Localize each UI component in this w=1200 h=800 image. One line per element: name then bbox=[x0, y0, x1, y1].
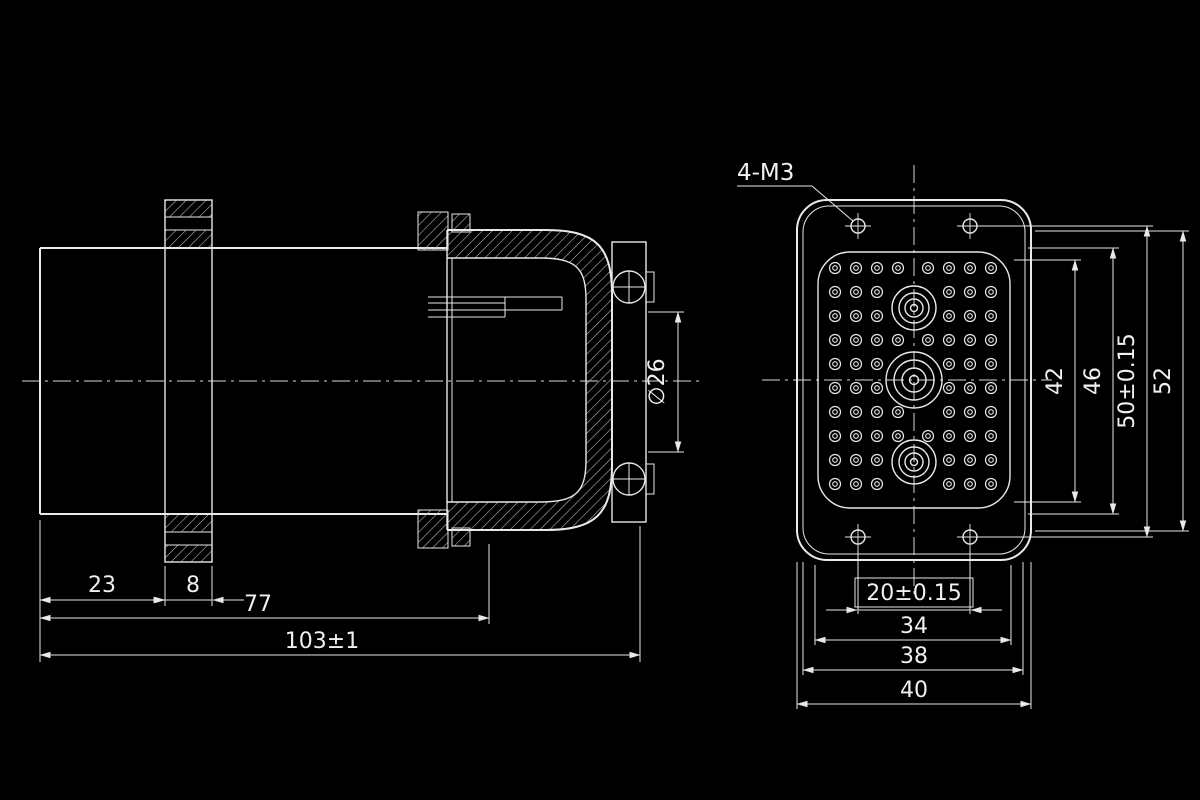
thread-callout: 4-M3 bbox=[737, 160, 854, 222]
dim-body-length: 77 bbox=[39, 592, 490, 622]
mounting-flange bbox=[611, 241, 655, 523]
front-view: 4-M3 20±0.15 34 bbox=[737, 160, 1189, 709]
flange-outline bbox=[796, 199, 1032, 561]
dim-hole-spacing-h: 20±0.15 bbox=[826, 577, 1002, 614]
dim-text-hole-spacing-v: 50±0.15 bbox=[1115, 333, 1140, 428]
dim-text-overall-length: 103±1 bbox=[285, 629, 359, 654]
dim-width-mid: 38 bbox=[802, 644, 1024, 674]
dim-text-hole-spacing-h: 20±0.15 bbox=[866, 581, 961, 606]
dim-shell-diameter: ∅26 bbox=[645, 311, 684, 453]
flange-screw-top bbox=[612, 270, 646, 304]
dim-height-mid: 46 bbox=[1081, 247, 1117, 515]
dim-text-height-mid: 46 bbox=[1081, 367, 1106, 395]
side-dimensions: 23 8 77 103±1 ∅26 bbox=[39, 311, 684, 662]
dim-text-nut-width: 8 bbox=[186, 573, 200, 598]
dim-text-width-outer: 40 bbox=[900, 678, 928, 703]
shell-section bbox=[446, 229, 613, 531]
dim-text-height-outer: 52 bbox=[1151, 367, 1176, 395]
pin-field bbox=[828, 261, 998, 491]
dim-text-shell-diameter: ∅26 bbox=[645, 358, 670, 405]
dim-text-body-length: 77 bbox=[244, 592, 272, 617]
dim-width-outer: 40 bbox=[796, 678, 1032, 708]
side-view: 23 8 77 103±1 ∅26 bbox=[22, 199, 700, 662]
dim-text-height-inner: 42 bbox=[1043, 367, 1068, 395]
dim-text-width-mid: 38 bbox=[900, 644, 928, 669]
inner-contacts bbox=[428, 296, 563, 318]
front-centerlines bbox=[762, 165, 1052, 595]
dim-text-width-inner: 34 bbox=[900, 614, 928, 639]
dim-width-inner: 34 bbox=[814, 614, 1012, 644]
flange-screw-bottom bbox=[612, 462, 646, 496]
dim-height-inner: 42 bbox=[1043, 259, 1079, 503]
big-contacts bbox=[885, 285, 943, 485]
dim-height-outer: 52 bbox=[1151, 230, 1187, 532]
dim-hole-spacing-v: 50±0.15 bbox=[1115, 225, 1151, 538]
cavity-outline bbox=[817, 251, 1011, 509]
mount-holes bbox=[845, 213, 983, 550]
dim-nut-width: 8 bbox=[133, 573, 244, 604]
cable-body bbox=[39, 247, 447, 515]
coupling-nut bbox=[164, 199, 213, 563]
dim-overall-length: 103±1 bbox=[39, 629, 641, 659]
rear-accessories bbox=[417, 211, 471, 549]
dim-nut-offset: 23 bbox=[39, 573, 166, 604]
thread-callout-text: 4-M3 bbox=[737, 160, 794, 186]
dim-text-nut-offset: 23 bbox=[88, 573, 116, 598]
front-dimensions: 20±0.15 34 38 40 bbox=[796, 225, 1189, 709]
